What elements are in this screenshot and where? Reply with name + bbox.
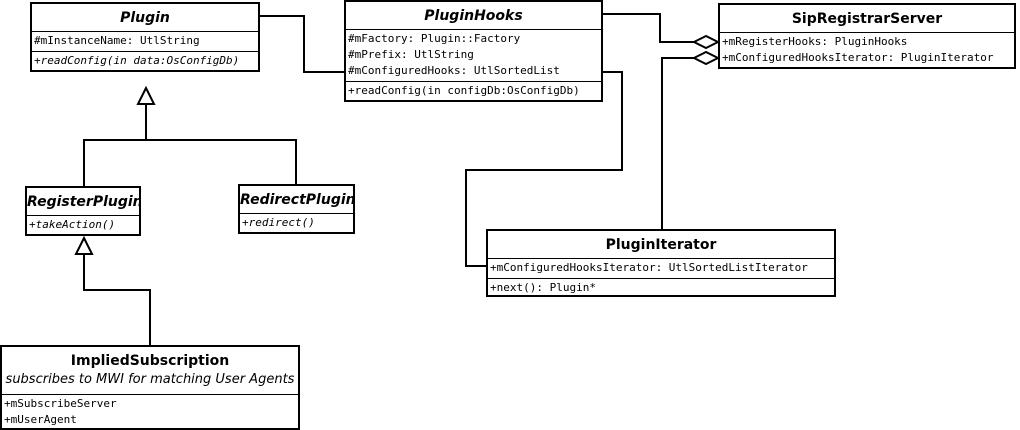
class-impliedsubscription-attributes: +mSubscribeServer +mUserAgent	[2, 395, 298, 430]
class-plugin-attributes: #mInstanceName: UtlString	[32, 32, 258, 51]
class-registerplugin: RegisterPlugin +takeAction()	[25, 186, 141, 236]
plugin-generalization-branches	[83, 139, 297, 186]
class-pluginiterator: PluginIterator +mConfiguredHooksIterator…	[486, 229, 836, 297]
operation: +redirect()	[242, 216, 315, 229]
class-redirectplugin: RedirectPlugin +redirect()	[238, 184, 355, 234]
class-impliedsubscription-name: ImpliedSubscription	[70, 353, 230, 369]
attribute: #mInstanceName: UtlString	[34, 34, 200, 47]
attribute: #mConfiguredHooks: UtlSortedList	[348, 64, 560, 77]
attribute: #mFactory: Plugin::Factory	[348, 32, 521, 45]
class-plugin-name: Plugin	[32, 4, 258, 32]
registrar-to-pluginhooks-aggregation	[602, 13, 694, 43]
plugin-to-pluginhooks-association	[260, 15, 346, 73]
generalization-arrow-plugin	[136, 85, 156, 105]
class-impliedsubscription-subtitle: subscribes to MWI for matching User Agen…	[5, 372, 295, 387]
operation: +readConfig(in configDb:OsConfigDb)	[348, 84, 580, 97]
class-sipregistrarserver-name: SipRegistrarServer	[720, 5, 1014, 33]
attribute: +mSubscribeServer	[4, 397, 117, 410]
class-plugin: Plugin #mInstanceName: UtlString +readCo…	[30, 2, 260, 72]
class-plugin-operations: +readConfig(in data:OsConfigDb)	[32, 51, 258, 71]
class-registerplugin-operations: +takeAction()	[27, 216, 139, 235]
class-redirectplugin-name: RedirectPlugin	[240, 186, 353, 214]
aggregation-diamond-registerhooks	[691, 34, 721, 50]
attribute: +mConfiguredHooksIterator: PluginIterato…	[722, 51, 994, 64]
class-registerplugin-name: RegisterPlugin	[27, 188, 139, 216]
generalization-arrow-registerplugin	[74, 235, 94, 255]
pluginhooks-to-pluginiterator-association	[465, 71, 623, 267]
class-pluginhooks-operations: +readConfig(in configDb:OsConfigDb)	[346, 81, 601, 101]
class-pluginhooks-attributes: #mFactory: Plugin::Factory #mPrefix: Utl…	[346, 30, 601, 81]
attribute: +mRegisterHooks: PluginHooks	[722, 35, 908, 48]
operation: +takeAction()	[29, 218, 116, 231]
class-pluginiterator-attributes: +mConfiguredHooksIterator: UtlSortedList…	[488, 259, 834, 278]
class-impliedsubscription-header: ImpliedSubscription subscribes to MWI fo…	[2, 347, 298, 395]
operation: +readConfig(in data:OsConfigDb)	[34, 54, 240, 67]
operation: +next(): Plugin*	[490, 281, 596, 294]
class-redirectplugin-operations: +redirect()	[240, 214, 353, 233]
attribute: +mConfiguredHooksIterator: UtlSortedList…	[490, 261, 808, 274]
class-sipregistrarserver-attributes: +mRegisterHooks: PluginHooks +mConfigure…	[720, 33, 1014, 68]
class-pluginhooks-name: PluginHooks	[346, 2, 601, 30]
registerplugin-generalization-line	[83, 254, 151, 346]
class-sipregistrarserver: SipRegistrarServer +mRegisterHooks: Plug…	[718, 3, 1016, 69]
registrar-to-pluginiterator-aggregation	[661, 57, 694, 230]
class-pluginhooks: PluginHooks #mFactory: Plugin::Factory #…	[344, 0, 603, 102]
class-pluginiterator-operations: +next(): Plugin*	[488, 278, 834, 298]
aggregation-diamond-iterator	[691, 50, 721, 66]
attribute: +mUserAgent	[4, 413, 77, 426]
class-impliedsubscription: ImpliedSubscription subscribes to MWI fo…	[0, 345, 300, 430]
class-pluginiterator-name: PluginIterator	[488, 231, 834, 259]
attribute: #mPrefix: UtlString	[348, 48, 474, 61]
